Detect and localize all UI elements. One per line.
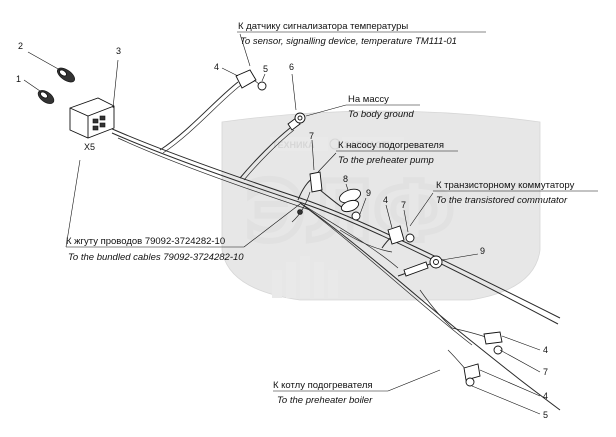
callout-3: 3 bbox=[116, 46, 121, 56]
watermark-right-text: ЗАПЧАСТИ bbox=[344, 140, 393, 150]
label-bundle-ru: К жгуту проводов 79092-3724282-10 bbox=[66, 236, 225, 247]
callout-4c: 4 bbox=[543, 345, 548, 355]
watermark-left-text: ТЕХНИКА bbox=[272, 140, 315, 150]
branch-body-ground: 6 На массу To body ground bbox=[239, 62, 420, 181]
callout-4d: 4 bbox=[543, 391, 548, 401]
callout-9a: 9 bbox=[366, 188, 371, 198]
callout-5a: 5 bbox=[263, 64, 268, 74]
callout-5b: 5 bbox=[543, 410, 548, 420]
branch-preheater-boiler: 4 7 4 5 К котлу подогревателя To the pre… bbox=[273, 327, 548, 420]
terminal-2: 2 bbox=[18, 41, 75, 83]
label-commutator-en: To the transistored commutator bbox=[436, 195, 568, 206]
watermark-logo: ЭЛФ bbox=[245, 165, 455, 260]
callout-7c: 7 bbox=[543, 367, 548, 377]
branch-ring-terminal: 9 bbox=[397, 246, 485, 277]
label-temp-sensor-en: To sensor, signalling device, temperatur… bbox=[240, 36, 457, 47]
bundle-label: К жгуту проводов 79092-3724282-10 To the… bbox=[65, 159, 301, 263]
harness-branches bbox=[299, 202, 453, 329]
watermark: ТЕХНИКА ЗАПЧАСТИ ЭЛФ bbox=[221, 110, 541, 301]
connector-x5: 3 Х5 bbox=[69, 46, 121, 152]
label-boiler-ru: К котлу подогревателя bbox=[273, 380, 373, 391]
label-temp-sensor-ru: К датчику сигнализатора температуры bbox=[238, 21, 408, 32]
label-bundle-en: To the bundled cables 79092-3724282-10 bbox=[68, 252, 244, 263]
branch-commutator: 4 7 К транзисторному коммутатору To the … bbox=[381, 180, 598, 249]
callout-6: 6 bbox=[289, 62, 294, 72]
label-pump-ru: К насосу подогревателя bbox=[338, 140, 444, 151]
label-pump-en: To the preheater pump bbox=[338, 155, 434, 166]
label-boiler-en: To the preheater boiler bbox=[277, 395, 373, 406]
callout-8: 8 bbox=[343, 174, 348, 184]
callout-1: 1 bbox=[16, 74, 21, 84]
branch-preheater-pump: 7 8 9 К насосу подогревателя To the preh… bbox=[291, 131, 458, 223]
branch-temp-sensor: 4 5 К датчику сигнализатора температуры … bbox=[159, 21, 486, 154]
callout-4a: 4 bbox=[214, 62, 219, 72]
callout-7a: 7 bbox=[309, 131, 314, 141]
terminal-1: 1 bbox=[16, 74, 55, 104]
callout-9b: 9 bbox=[480, 246, 485, 256]
label-body-ground-en: To body ground bbox=[348, 109, 414, 120]
callout-2: 2 bbox=[18, 41, 23, 51]
main-harness bbox=[109, 127, 561, 411]
callout-7b: 7 bbox=[401, 200, 406, 210]
label-body-ground-ru: На массу bbox=[348, 94, 389, 105]
connector-x5-label: Х5 bbox=[84, 142, 95, 152]
label-commutator-ru: К транзисторному коммутатору bbox=[436, 180, 575, 191]
callout-4b: 4 bbox=[383, 195, 388, 205]
